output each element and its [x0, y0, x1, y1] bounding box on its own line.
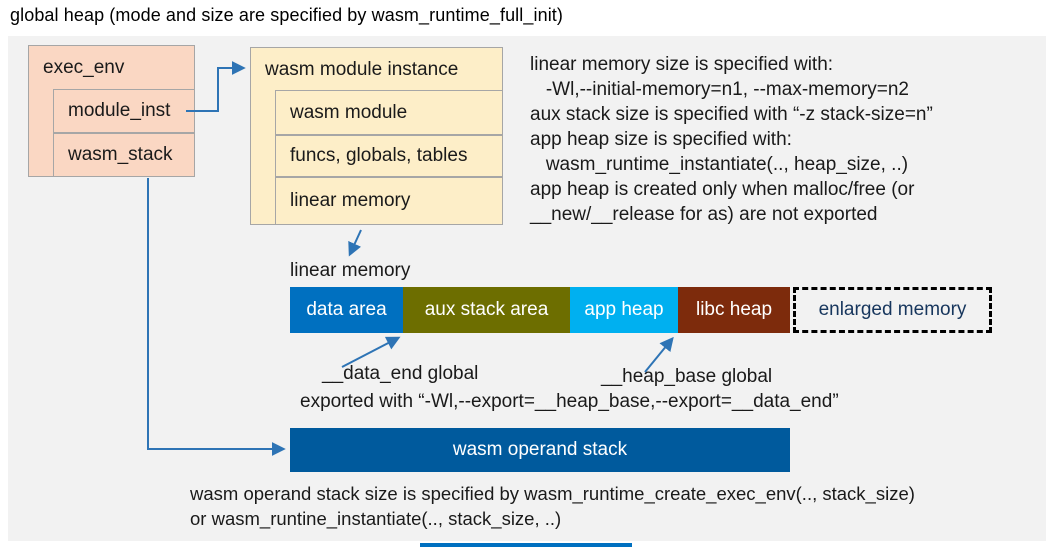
exec-env-label: exec_env	[43, 57, 125, 78]
wasm-module-box: wasm module	[275, 90, 503, 135]
note-line: app heap size is specified with:	[530, 129, 792, 150]
segment-aux-stack-area: aux stack area	[403, 287, 570, 333]
footer-accent-bar	[420, 543, 632, 547]
note-line: __new/__release for as) are not exported	[530, 204, 878, 225]
segment-app-heap: app heap	[570, 287, 678, 333]
wasm-operand-stack-bar: wasm operand stack	[290, 428, 790, 472]
note-line: linear memory size is specified with:	[530, 54, 834, 75]
note-line: -Wl,--initial-memory=n1, --max-memory=n2	[530, 79, 909, 100]
heap-base-global-label: __heap_base global	[601, 366, 773, 387]
linear-memory-box: linear memory	[275, 177, 503, 225]
wasm-module-instance-label: wasm module instance	[265, 58, 459, 80]
segment-data-area: data area	[290, 287, 403, 333]
funcs-globals-tables-box: funcs, globals, tables	[275, 135, 503, 177]
exported-with-label: exported with “-Wl,--export=__heap_base,…	[300, 391, 839, 412]
data-end-global-label: __data_end global	[322, 363, 479, 384]
linear-memory-bar-label: linear memory	[290, 260, 411, 281]
note-line: wasm_runtime_instantiate(.., heap_size, …	[530, 154, 909, 175]
notes-bottom: wasm operand stack size is specified by …	[190, 481, 1046, 531]
diagram-title: global heap (mode and size are specified…	[10, 5, 563, 25]
segment-libc-heap: libc heap	[678, 287, 790, 333]
note-line: app heap is created only when malloc/fre…	[530, 179, 915, 200]
notes-right: linear memory size is specified with: -W…	[530, 52, 1045, 227]
segment-enlarged-memory: enlarged memory	[793, 287, 992, 333]
note-line: or wasm_runtine_instantiate(.., stack_si…	[190, 508, 562, 529]
note-line: aux stack size is specified with “-z sta…	[530, 104, 933, 125]
module-inst-box: module_inst	[53, 89, 195, 133]
note-line: wasm operand stack size is specified by …	[190, 483, 915, 504]
wasm-stack-box: wasm_stack	[53, 133, 195, 177]
